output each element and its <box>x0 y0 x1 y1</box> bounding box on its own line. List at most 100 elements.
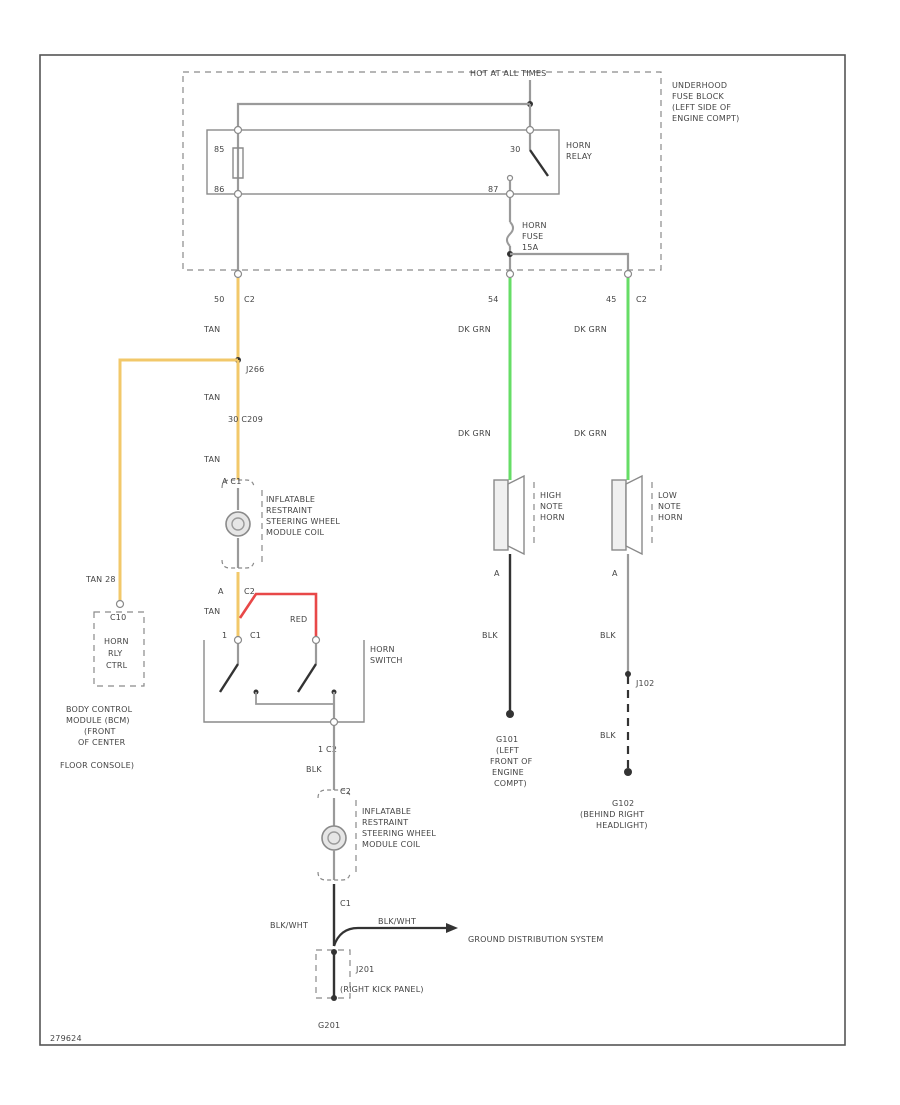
coil-top-symbol-inner <box>231 517 245 531</box>
bcm-label-1: BODY CONTROL <box>66 705 133 714</box>
relay-pin-87: 87 <box>488 185 499 194</box>
bcm-label-5: FLOOR CONSOLE) <box>60 761 134 770</box>
low-horn-pin-a: A <box>612 569 618 578</box>
g201-label: G201 <box>318 1021 340 1030</box>
high-horn-label-1: HIGH <box>540 491 561 500</box>
horn-fuse-symbol <box>506 221 514 247</box>
relay-coil-symbol <box>232 147 244 179</box>
relay-pin-85: 85 <box>214 145 225 154</box>
red-wire <box>238 592 318 636</box>
switch-output-terminal <box>329 717 339 727</box>
lower-c1-label: C1 <box>340 899 351 908</box>
fuse-block-label-1: UNDERHOOD <box>672 81 727 90</box>
connector-50-label: 50 <box>214 295 225 304</box>
relay-contact-point <box>506 174 514 182</box>
bcm-horn-relay-box <box>93 611 145 687</box>
tan-wire-to-bcm <box>118 358 238 600</box>
connector-c2-45 <box>623 269 633 279</box>
dk-grn-label-3: DK GRN <box>458 429 491 438</box>
dk-grn-label-2: DK GRN <box>574 325 607 334</box>
blk-wht-branch <box>332 926 448 947</box>
lower-c2-pin-label: 1 C2 <box>318 745 337 754</box>
horn-relay-box <box>206 129 560 195</box>
dk-grn-label-1: DK GRN <box>458 325 491 334</box>
bcm-terminal <box>115 599 125 609</box>
horn-fuse-label-1: HORN <box>522 221 547 230</box>
blk-label-low: BLK <box>600 631 616 640</box>
coil-bottom-bracket <box>317 789 351 799</box>
coil-bottom-symbol-inner <box>327 831 341 845</box>
splice-j102 <box>625 671 631 677</box>
tan-28-label: TAN 28 <box>85 575 116 584</box>
high-horn-pin-a: A <box>494 569 500 578</box>
g102-label-1: G102 <box>612 799 634 808</box>
figure-id: 279624 <box>50 1034 82 1043</box>
ground-g102-point <box>624 768 632 776</box>
relay-terminal-86 <box>233 189 243 199</box>
pin-1-label: 1 <box>222 631 227 640</box>
tan-label-3: TAN <box>203 455 220 464</box>
blk-label-mid: BLK <box>306 765 322 774</box>
tan-label-2: TAN <box>203 393 220 402</box>
coil-top-symbol <box>225 511 251 537</box>
coil-top-label-3: STEERING WHEEL <box>266 517 340 526</box>
coil-bottom-connector-label: C2 <box>340 787 351 796</box>
bcm-connector-label: C10 <box>110 613 126 622</box>
bcm-box-label-2: RLY <box>108 649 122 658</box>
switch-left-arm <box>218 663 240 693</box>
fuse-block-label-4: ENGINE COMPT) <box>672 114 739 123</box>
red-label: RED <box>290 615 307 624</box>
coil-bottom-label-2: RESTRAINT <box>362 818 408 827</box>
j201-label-2: (RIGHT KICK PANEL) <box>340 985 424 994</box>
blk-wht-label-2: BLK/WHT <box>378 917 416 926</box>
fuse-block-outline <box>182 71 662 271</box>
tan-label-1: TAN <box>203 325 220 334</box>
relay-terminal-85 <box>233 125 243 135</box>
g101-label-4: ENGINE <box>492 768 524 777</box>
bcm-label-4: OF CENTER <box>78 738 126 747</box>
relay-pin-30: 30 <box>510 145 521 154</box>
g101-label-3: FRONT OF <box>490 757 533 766</box>
coil-bottom-label-1: INFLATABLE <box>362 807 411 816</box>
relay-contact-arm <box>529 149 549 177</box>
bcm-box-label-3: CTRL <box>106 661 128 670</box>
g101-label-1: G101 <box>496 735 518 744</box>
switch-terminal-right <box>311 635 321 645</box>
high-horn-label-2: NOTE <box>540 502 563 511</box>
connector-45-id: C2 <box>636 295 647 304</box>
g102-label-3: HEADLIGHT) <box>596 821 648 830</box>
horn-fuse-label-3: 15A <box>522 243 539 252</box>
coil-top-label-2: RESTRAINT <box>266 506 312 515</box>
switch-common-wire <box>255 692 335 705</box>
g102-label-2: (BEHIND RIGHT <box>580 810 644 819</box>
horn-switch-label-2: SWITCH <box>370 656 403 665</box>
low-horn-label-2: NOTE <box>658 502 681 511</box>
connector-50-id: C2 <box>244 295 255 304</box>
coil-top-bracket-lower <box>221 559 255 569</box>
switch-right-arm <box>296 663 318 693</box>
splice-j266-label: J266 <box>245 365 264 374</box>
horn-switch-outline <box>203 640 365 723</box>
horn-relay-label-2: RELAY <box>566 152 592 161</box>
dk-grn-label-4: DK GRN <box>574 429 607 438</box>
tan-label-4: TAN <box>203 607 220 616</box>
horn-relay-label-1: HORN <box>566 141 591 150</box>
relay-terminal-87 <box>505 189 515 199</box>
fuse-block-label-2: FUSE BLOCK <box>672 92 724 101</box>
bcm-label-2: MODULE (BCM) <box>66 716 130 725</box>
switch-terminal-left <box>233 635 243 645</box>
connector-c209-label: 30 C209 <box>228 415 263 424</box>
relay-pin-86: 86 <box>214 185 225 194</box>
coil-top-bracket <box>221 479 255 489</box>
coil-bottom-label-4: MODULE COIL <box>362 840 421 849</box>
coil-bottom-label-3: STEERING WHEEL <box>362 829 436 838</box>
relay-feed-wire <box>236 102 530 130</box>
j201-label-1: J201 <box>355 965 374 974</box>
diagram-frame <box>39 54 846 1046</box>
ground-g201-point <box>331 995 337 1001</box>
high-horn-body <box>493 479 509 551</box>
hot-at-all-times-label: HOT AT ALL TIMES <box>470 69 546 78</box>
low-horn-feed <box>510 252 630 272</box>
